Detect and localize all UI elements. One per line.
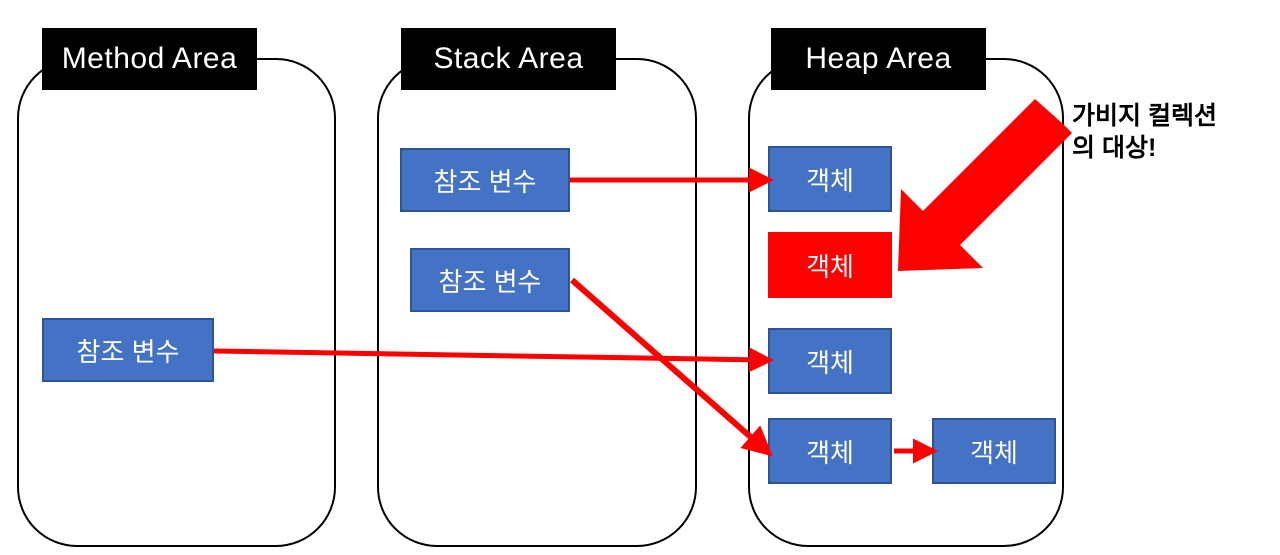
gc-target-callout-text: 가비지 컬렉션 의 대상!	[1072, 102, 1217, 162]
heap-area-label: Heap Area	[805, 42, 952, 75]
method-ref-var-box[interactable]: 참조 변수	[42, 318, 214, 382]
heap-object-1-box[interactable]: 객체	[768, 146, 892, 212]
heap-object-5-box[interactable]: 객체	[932, 418, 1056, 484]
method-area-container	[17, 58, 336, 547]
heap-object-5-label: 객체	[970, 437, 1018, 468]
stack-ref-var-1-box[interactable]: 참조 변수	[400, 148, 570, 212]
heap-object-2-box[interactable]: 객체	[768, 232, 892, 298]
heap-object-3-box[interactable]: 객체	[768, 328, 892, 394]
stack-ref-var-2-box[interactable]: 참조 변수	[410, 248, 570, 312]
heap-object-1-label: 객체	[806, 165, 854, 196]
stack-ref-var-2-label: 참조 변수	[438, 266, 542, 297]
method-area-label: Method Area	[61, 42, 238, 75]
heap-object-4-label: 객체	[806, 437, 854, 468]
method-area-header: Method Area	[42, 28, 257, 90]
stack-area-header: Stack Area	[401, 28, 616, 90]
heap-object-4-box[interactable]: 객체	[768, 418, 892, 484]
stack-ref-var-1-label: 참조 변수	[433, 166, 537, 197]
stack-area-label: Stack Area	[433, 42, 584, 75]
heap-object-3-label: 객체	[806, 347, 854, 378]
heap-object-2-label: 객체	[806, 251, 854, 282]
method-ref-var-label: 참조 변수	[76, 336, 180, 367]
heap-area-header: Heap Area	[771, 28, 986, 90]
